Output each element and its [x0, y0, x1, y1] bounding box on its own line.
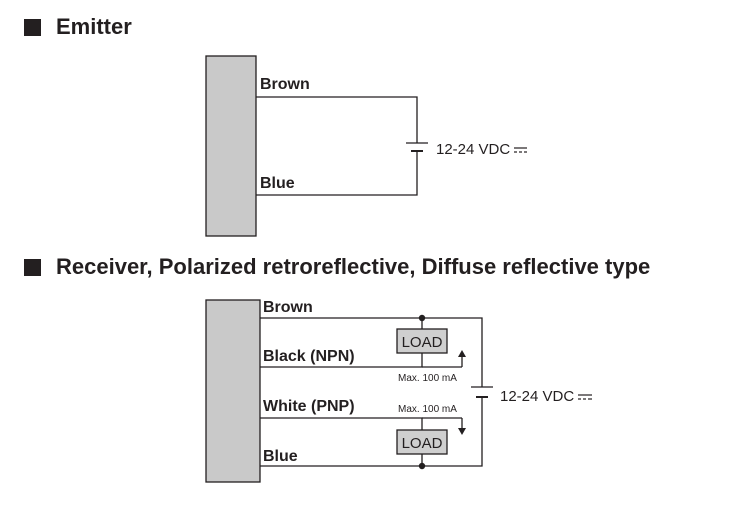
current-arrow-up-icon: [458, 350, 466, 357]
square-bullet-icon: [24, 258, 41, 276]
receiver-blue-label: Blue: [263, 448, 298, 465]
emitter-blue-label: Blue: [260, 175, 295, 192]
emitter-title-text: Emitter: [56, 14, 132, 39]
emitter-brown-label: Brown: [260, 76, 310, 93]
receiver-brown-wire: [260, 317, 483, 385]
receiver-blue-wire: [260, 403, 483, 467]
junction-dot-bottom: [418, 462, 426, 470]
load-bottom-label: LOAD: [402, 435, 443, 452]
emitter-supply-label: 12-24 VDC: [436, 141, 510, 158]
receiver-white-label: White (PNP): [263, 398, 355, 415]
receiver-title-text: Receiver, Polarized retroreflective, Dif…: [56, 254, 651, 279]
max-current-top-label: Max. 100 mA: [398, 373, 457, 384]
emitter-blue-wire: [256, 154, 418, 196]
receiver-body: [205, 299, 261, 483]
receiver-supply-label: 12-24 VDC: [500, 388, 574, 405]
emitter-body: [205, 55, 257, 237]
emitter-diagram: Brown Blue 12-24 VDC: [205, 55, 527, 237]
receiver-section-title: Receiver, Polarized retroreflective, Dif…: [24, 254, 650, 280]
dc-symbol-icon: [578, 394, 592, 400]
receiver-white-wire: [260, 417, 423, 430]
junction-dot-top: [418, 314, 426, 322]
emitter-brown-wire: [256, 96, 418, 139]
receiver-brown-label: Brown: [263, 299, 313, 316]
emitter-section-title: Emitter: [24, 14, 132, 40]
dc-symbol-icon: [514, 147, 527, 153]
current-arrow-down-icon: [458, 428, 466, 435]
max-current-bottom-label: Max. 100 mA: [398, 404, 457, 415]
receiver-black-label: Black (NPN): [263, 348, 355, 365]
square-bullet-icon: [24, 18, 41, 36]
load-top-label: LOAD: [402, 334, 443, 351]
receiver-diagram: LOAD Max. 100 mA Max. 100 mA LOAD Brown …: [205, 299, 592, 483]
